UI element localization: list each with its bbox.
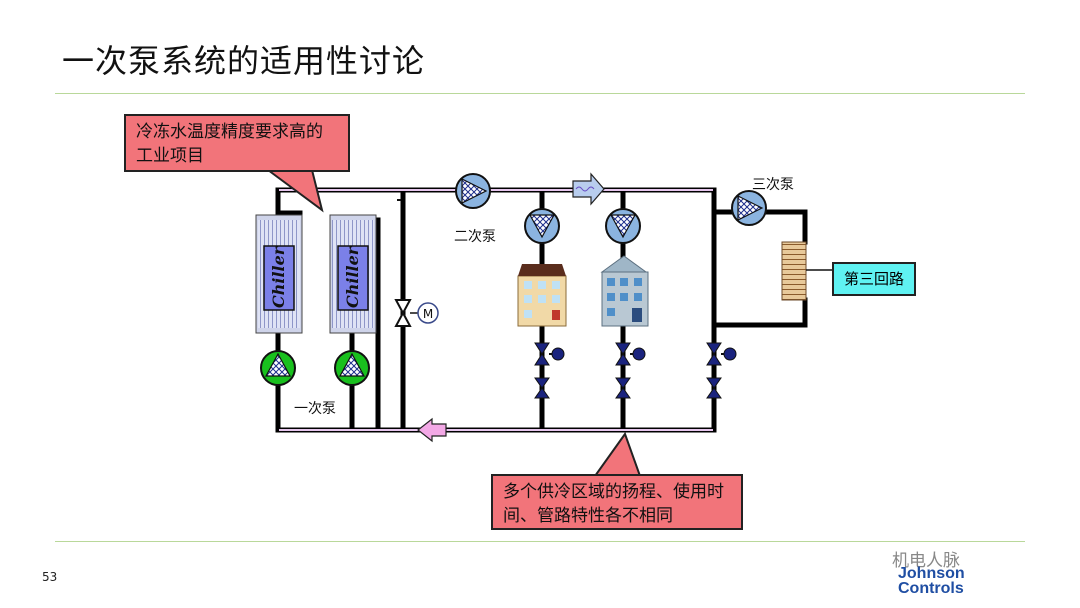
branch-3-valves-icon — [706, 342, 737, 399]
third-loop-box: 第三回路 — [832, 262, 916, 296]
top-callout: 冷冻水温度精度要求高的工业项目 — [124, 114, 350, 172]
chiller-2-label: Chiller — [343, 245, 362, 308]
building-1-icon — [517, 264, 567, 327]
watermark: 机电人脉 — [892, 551, 960, 571]
return-flow-arrow-icon — [417, 417, 447, 443]
secondary-pump-branch-2-icon — [605, 208, 641, 244]
tertiary-pump-label: 三次泵 — [752, 177, 794, 193]
motorized-bypass-valve-icon: M — [394, 299, 439, 327]
secondary-pump-branch-1-icon — [524, 208, 560, 244]
company-logo: Johnson Controls — [898, 565, 965, 597]
building-2-icon — [600, 255, 649, 327]
third-loop-coil-icon — [781, 241, 832, 301]
primary-pump-2-icon — [334, 350, 370, 386]
page-title: 一次泵系统的适用性讨论 — [62, 42, 426, 80]
bottom-callout: 多个供冷区域的扬程、使用时间、管路特性各不相同 — [491, 474, 743, 530]
bottom-callout-pointer — [593, 431, 642, 477]
branch-2-valves-icon — [615, 342, 646, 399]
footer-divider — [55, 541, 1025, 542]
logo-line-2: Controls — [898, 580, 964, 597]
primary-pump-1-icon — [260, 350, 296, 386]
motor-label: M — [423, 307, 433, 321]
logo-line-1: Johnson — [898, 565, 965, 582]
branch-1-valves-icon — [534, 342, 565, 399]
chiller-2: Chiller — [329, 214, 377, 334]
primary-pump-label: 一次泵 — [294, 401, 336, 417]
chiller-1-label: Chiller — [269, 245, 288, 308]
chiller-1: Chiller — [255, 214, 303, 334]
tertiary-pump-icon — [731, 190, 767, 226]
secondary-pump-main-icon — [455, 173, 491, 209]
secondary-pump-label: 二次泵 — [454, 229, 496, 245]
title-divider — [55, 93, 1025, 94]
supply-flow-arrow-icon — [572, 172, 605, 206]
page-number: 53 — [42, 570, 58, 584]
